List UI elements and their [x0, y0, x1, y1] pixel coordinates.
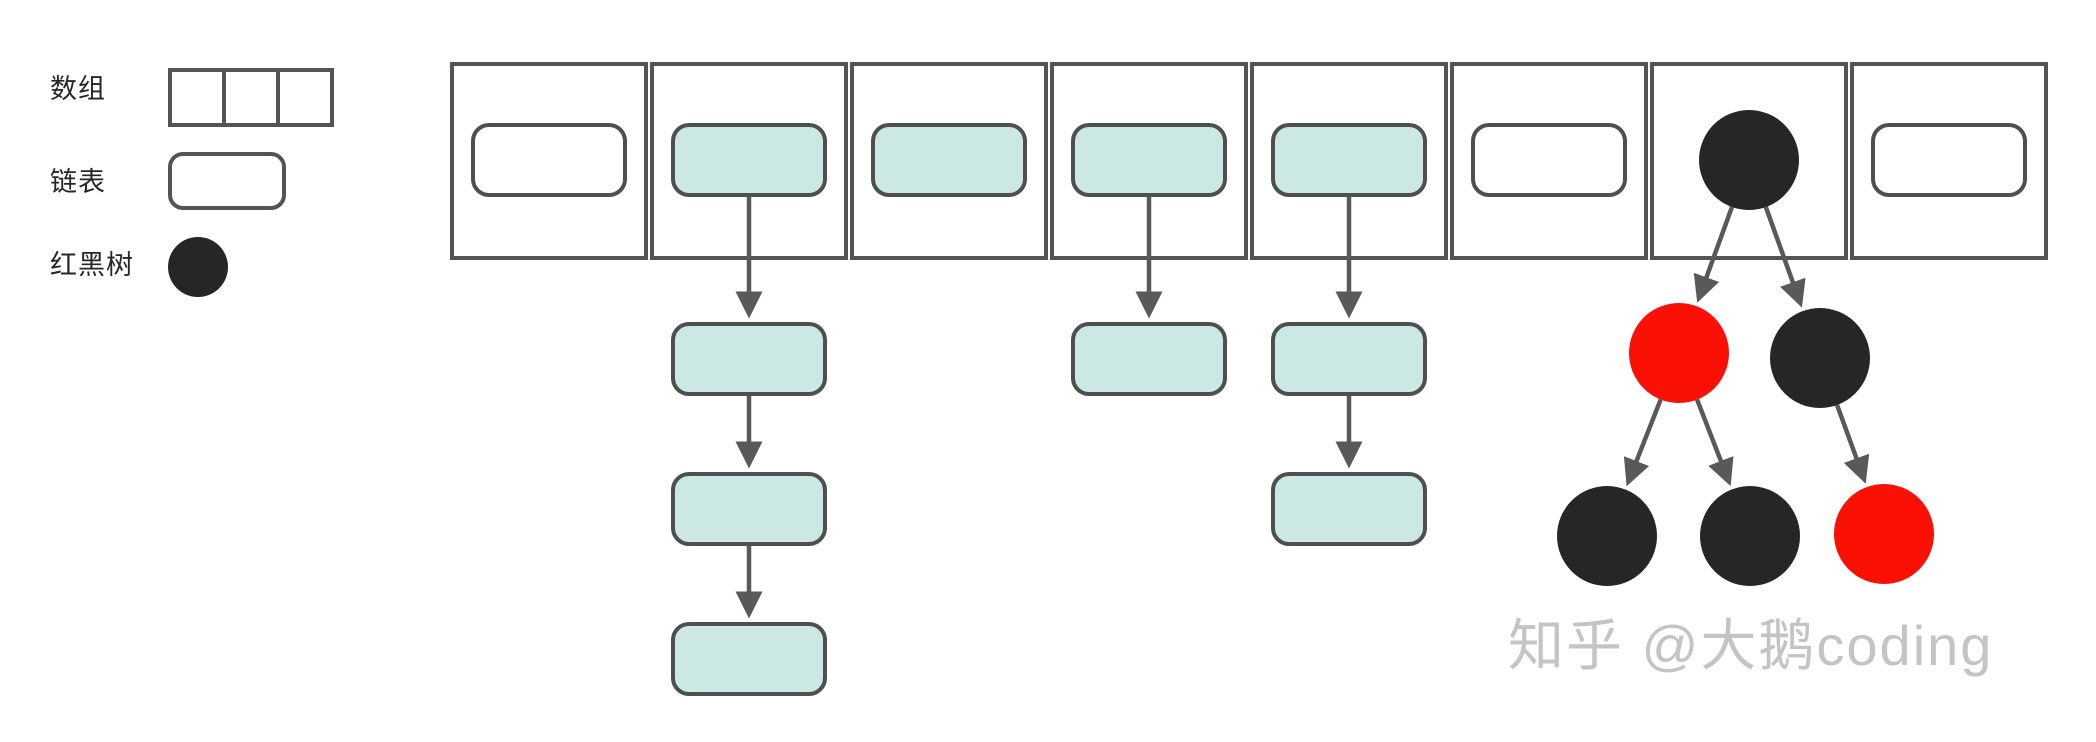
tree-node-LL — [1557, 486, 1657, 586]
chain-node-1-2 — [671, 622, 827, 696]
array-swatch-cell — [222, 68, 280, 127]
linked-list-swatch — [168, 152, 286, 210]
chain-node-3-0 — [1071, 322, 1227, 396]
legend-label-red-black-tree: 红黑树 — [50, 250, 134, 280]
tree-node-RR — [1834, 484, 1934, 584]
bucket-node-2 — [871, 123, 1027, 197]
array-swatch-cell — [168, 68, 226, 127]
legend-label-linked-list: 链表 — [50, 167, 106, 197]
array-swatch — [168, 68, 334, 127]
tree-node-L — [1629, 303, 1729, 403]
chain-node-1-1 — [671, 472, 827, 546]
legend-label-array: 数组 — [50, 74, 106, 104]
tree-node-LR — [1700, 486, 1800, 586]
bucket-node-1 — [671, 123, 827, 197]
bucket-node-4 — [1271, 123, 1427, 197]
array-swatch-cell — [276, 68, 334, 127]
arrow — [1623, 398, 1663, 487]
watermark: 知乎 @大鹅coding — [1508, 614, 1994, 677]
bucket-node-7 — [1871, 123, 2027, 197]
tree-node-root — [1699, 110, 1799, 210]
red-black-tree-swatch — [168, 237, 228, 297]
bucket-node-3 — [1071, 123, 1227, 197]
chain-node-4-0 — [1271, 322, 1427, 396]
arrow — [1694, 398, 1734, 487]
arrow — [1834, 404, 1870, 484]
chain-node-1-0 — [671, 322, 827, 396]
chain-node-4-1 — [1271, 472, 1427, 546]
bucket-node-0 — [471, 123, 627, 197]
bucket-node-5 — [1471, 123, 1627, 197]
tree-node-R — [1770, 308, 1870, 408]
